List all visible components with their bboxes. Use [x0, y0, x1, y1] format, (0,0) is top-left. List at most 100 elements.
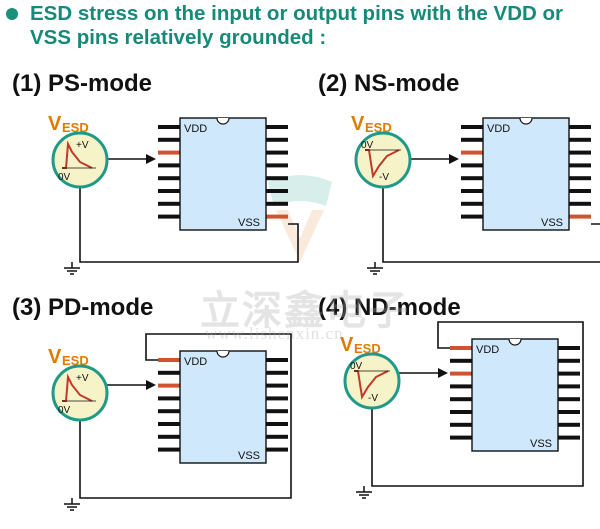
chip-pin-right	[569, 150, 591, 155]
chip-pin-right	[266, 125, 288, 129]
chip-notch	[216, 117, 230, 125]
chip-pin-left	[450, 346, 472, 350]
vesd-label-sub: ESD	[354, 341, 381, 356]
chip-pin-left	[158, 201, 180, 206]
chip-pin-right	[558, 384, 580, 389]
chip-pin-left	[461, 201, 483, 206]
header-text: ESD stress on the input or output pins w…	[30, 2, 563, 49]
chip-notch	[519, 117, 533, 125]
ground-wire	[371, 321, 584, 487]
chip-pin-right	[569, 163, 591, 168]
pulse-label-bottom: -V	[379, 172, 389, 183]
chip-pin-left	[461, 163, 483, 168]
pulse-label-bottom: -V	[368, 393, 378, 404]
chip-pin-left	[450, 371, 472, 376]
watermark-logo	[268, 175, 332, 262]
pulse-label-top: +V	[76, 140, 89, 151]
chip-pin-left	[450, 397, 472, 402]
vss-label: VSS	[541, 217, 563, 229]
vesd-label-v: V	[48, 113, 62, 135]
chip-pin-left	[158, 370, 180, 375]
chip-pin-right	[558, 371, 580, 376]
vesd-label-v: V	[351, 113, 365, 135]
chip-pin-left	[158, 396, 180, 401]
chip-pin-left	[158, 447, 180, 452]
chip-pin-left	[450, 422, 472, 427]
chip-pin-left	[158, 214, 180, 219]
chip-pin-right	[558, 397, 580, 402]
chip-pin-left	[450, 410, 472, 414]
vesd-label-sub: ESD	[62, 353, 89, 368]
chip-pin-left	[158, 409, 180, 414]
chip-pin-left	[461, 150, 483, 155]
panel-1-title: (1) PS-mode	[12, 70, 153, 97]
chip-pin-right	[569, 189, 591, 193]
chip-pin-left	[158, 422, 180, 426]
panel-3-title: (3) PD-mode	[12, 294, 154, 321]
chip-pin-right	[266, 201, 288, 206]
chip-pin-left	[461, 214, 483, 219]
vdd-label: VDD	[476, 344, 499, 356]
chip-pin-right	[266, 383, 288, 388]
chip-pin-right	[266, 150, 288, 155]
esd-source	[51, 131, 109, 189]
chip-pin-right	[558, 422, 580, 427]
chip-pin-right	[266, 163, 288, 168]
header-bullet	[6, 8, 18, 20]
pulse-label-top: 0V	[361, 140, 374, 151]
ground-wire	[79, 333, 292, 499]
chip-pin-right	[266, 409, 288, 414]
chip-pin-left	[158, 176, 180, 181]
chip-body	[482, 117, 570, 231]
watermark-logo-v	[276, 210, 324, 262]
chip-pin-left	[158, 137, 180, 142]
chip-body	[179, 117, 267, 231]
chip-pin-left	[450, 358, 472, 363]
panel-2-title: (2) NS-mode	[318, 70, 460, 97]
chip-pin-right	[558, 358, 580, 363]
vesd-label-v: V	[48, 346, 62, 368]
chip-pin-left	[158, 358, 180, 362]
chip-pin-left	[461, 125, 483, 129]
chip-pin-right	[266, 214, 288, 219]
chip-pin-right	[266, 137, 288, 142]
vdd-label: VDD	[487, 123, 510, 135]
chip-pin-right	[558, 410, 580, 414]
chip-pin-right	[569, 137, 591, 142]
chip-pin-right	[569, 201, 591, 206]
vdd-label: VDD	[184, 356, 207, 368]
esd-source	[51, 364, 109, 422]
chip-pin-right	[558, 435, 580, 440]
chip-pin-left	[450, 435, 472, 440]
chip-pin-right	[569, 176, 591, 181]
chip-pin-left	[158, 163, 180, 168]
chip-notch	[216, 350, 230, 358]
chip-pin-right	[266, 358, 288, 362]
chip-pin-right	[558, 346, 580, 350]
vesd-label-sub: ESD	[365, 120, 392, 135]
chip-body	[471, 338, 559, 452]
chip-pin-left	[158, 383, 180, 388]
pulse-label-top: 0V	[350, 361, 363, 372]
chip-pin-right	[266, 370, 288, 375]
chip-pin-right	[266, 434, 288, 439]
chip-pin-left	[461, 137, 483, 142]
arrow-head	[449, 154, 459, 164]
chip-pin-left	[461, 176, 483, 181]
pulse-label-bottom: 0V	[58, 405, 71, 416]
vss-label: VSS	[530, 438, 552, 450]
chip-notch	[508, 338, 522, 346]
pulse-label-bottom: 0V	[58, 172, 71, 183]
arrow-head	[438, 368, 448, 378]
watermark-logo-arc	[268, 175, 332, 206]
chip-pin-right	[569, 125, 591, 129]
chip-pin-right	[266, 396, 288, 401]
vss-label: VSS	[238, 450, 260, 462]
chip-pin-right	[266, 176, 288, 181]
panel-4-title: (4) ND-mode	[318, 294, 461, 321]
